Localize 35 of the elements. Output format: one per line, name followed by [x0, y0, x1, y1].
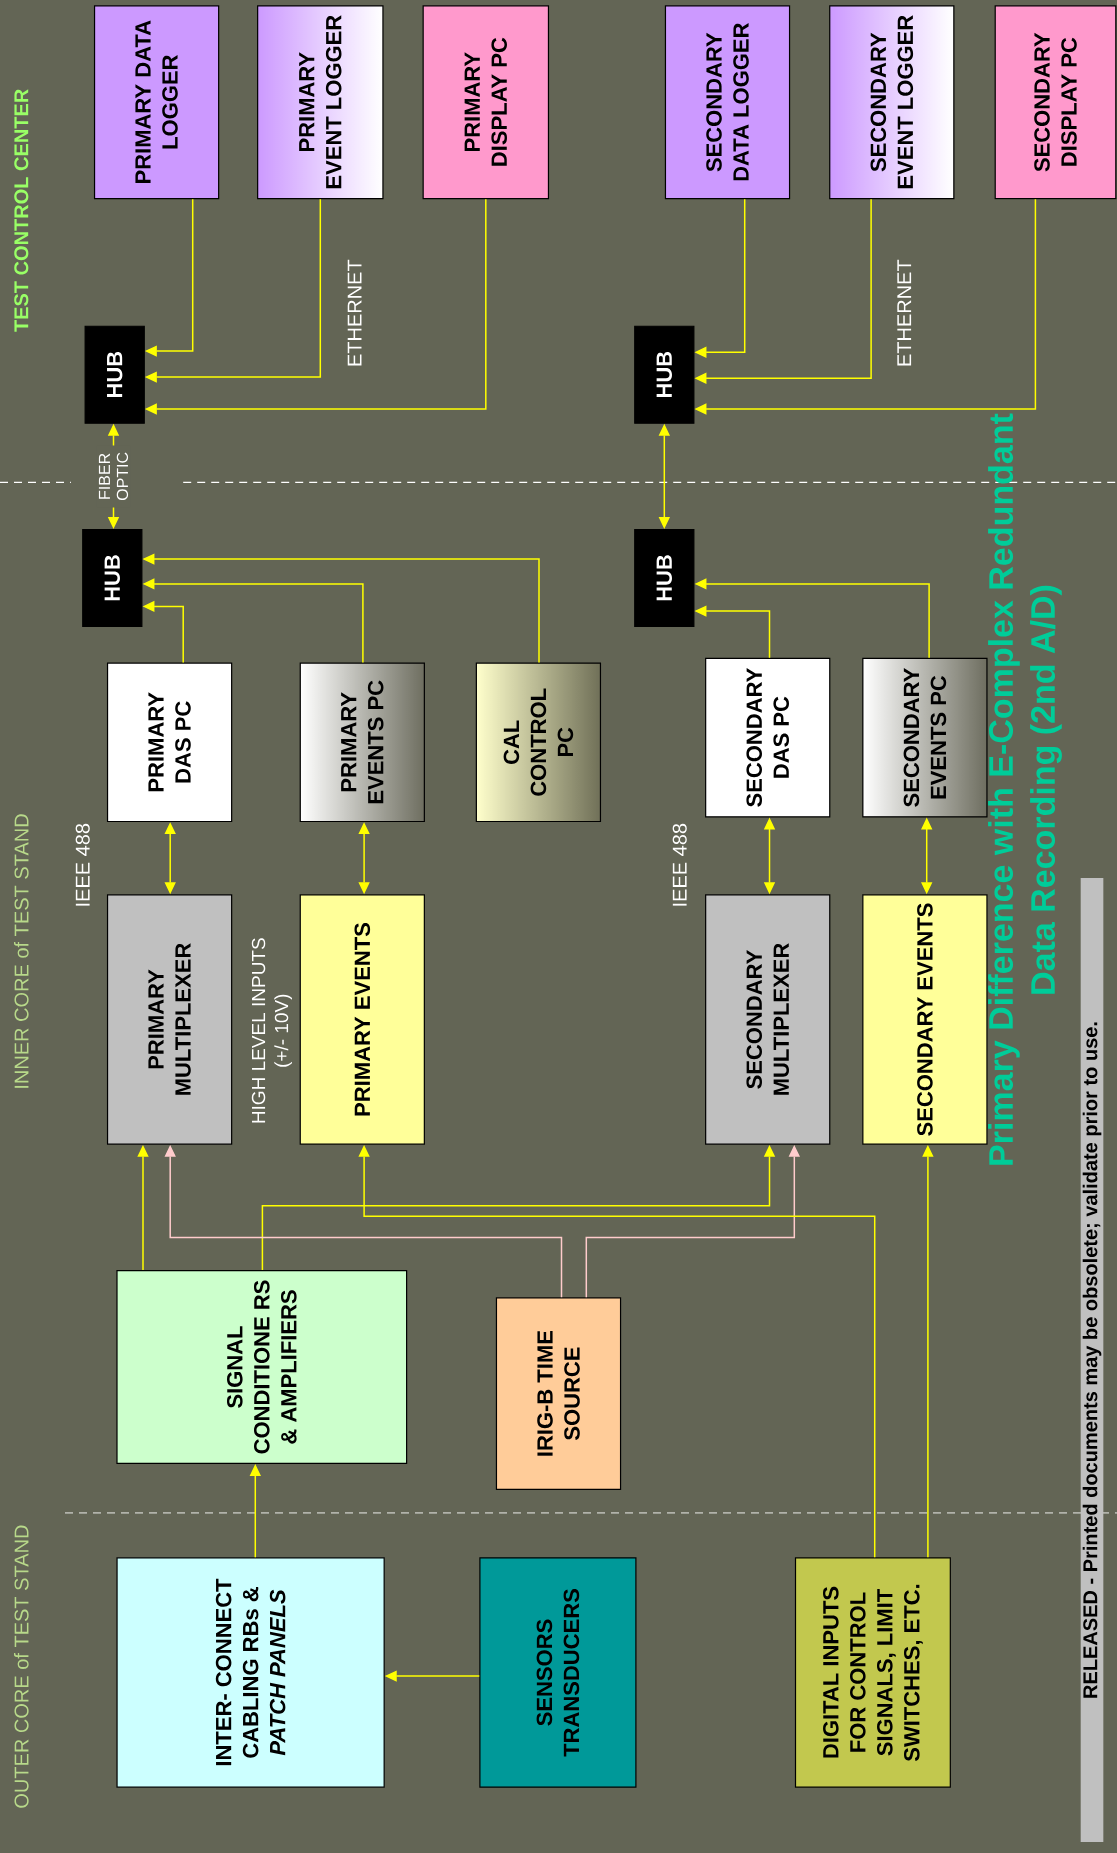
logger-box: PRIMARY EVENT LOGGER — [257, 5, 384, 200]
section-label: OUTER CORE of TEST STAND — [13, 1525, 29, 1808]
pc-box: SECONDARY EVENTS PC — [862, 657, 988, 818]
edge-label: FIBER OPTIC — [96, 445, 131, 508]
pc-box: PRIMARY EVENTS PC — [299, 662, 425, 823]
logger-box: SECONDARY DATA LOGGER — [664, 5, 791, 200]
digital-input-box: DIGITAL INPUTS FOR CONTROL SIGNALS, LIMIT SWITCHES, ETC. — [794, 1557, 951, 1788]
section-label: TEST CONTROL CENTER — [14, 89, 29, 332]
network-label: ETHERNET — [347, 259, 362, 366]
bus-label: IEEE 488 — [75, 823, 90, 906]
pc-box: PRIMARY DAS PC — [106, 662, 233, 823]
multiplexer-box: SECONDARY MULTIPLEXER — [705, 894, 831, 1145]
display-pc-box: SECONDARY DISPLAY PC — [994, 5, 1117, 200]
signal-label: HIGH LEVEL INPUTS (+/- 10V) — [251, 938, 292, 1123]
title: Primary Difference with E-Complex Redundant Data Recording (2nd A/D) — [988, 413, 1062, 1165]
hub-box: HUB — [634, 325, 695, 424]
multiplexer-box: PRIMARY MULTIPLEXER — [106, 894, 233, 1145]
bus-label: IEEE 488 — [672, 823, 687, 906]
logger-box: SECONDARY EVENT LOGGER — [829, 5, 955, 200]
events-box: PRIMARY EVENTS — [299, 894, 425, 1145]
conditioner-box: SIGNAL CONDITIONE RS & AMPLIFIERS — [116, 1270, 408, 1464]
display-pc-box: PRIMARY DISPLAY PC — [422, 5, 550, 200]
events-box: SECONDARY EVENTS — [862, 894, 988, 1145]
release-stamp: RELEASED - Printed documents may be obsolete; validate prior to use. — [1080, 878, 1104, 1842]
section-label: INNER CORE of TEST STAND — [13, 814, 29, 1088]
sensor-box: SENSORS TRANSDUCERS — [479, 1557, 637, 1788]
pc-box: SECONDARY DAS PC — [705, 657, 831, 818]
hub-box: HUB — [634, 528, 695, 628]
hub-box: HUB — [82, 528, 143, 628]
hub-box: HUB — [84, 325, 145, 424]
pc-box: CAL CONTROL PC — [475, 662, 602, 823]
logger-box: PRIMARY DATA LOGGER — [93, 5, 220, 200]
patch-panel-box: INTER- CONNECT CABLING RBs & PATCH PANELS — [116, 1557, 385, 1788]
time-source-box: IRIG-B TIME SOURCE — [495, 1297, 622, 1490]
network-label: ETHERNET — [897, 259, 912, 366]
